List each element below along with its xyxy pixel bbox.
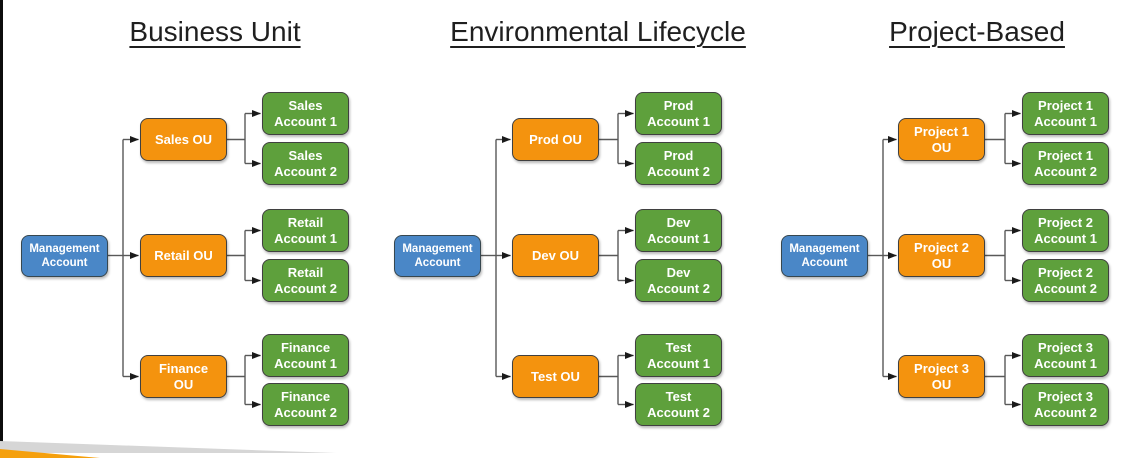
- box-label-line: Test OU: [531, 368, 580, 384]
- box-label-line: Account 2: [647, 280, 710, 296]
- diagram-title-project-based: Project-Based: [889, 16, 1065, 48]
- box-label-line: Project 3: [914, 360, 969, 376]
- box-label-line: Dev OU: [532, 247, 579, 263]
- box-label-line: Account 1: [1034, 230, 1097, 246]
- box-label-line: Account 2: [1034, 280, 1097, 296]
- box-label-line: Test: [665, 339, 692, 355]
- box-label-line: Account 1: [274, 113, 337, 129]
- ou-box-prod-ou: Prod OU: [512, 118, 599, 161]
- box-label-line: OU: [931, 139, 952, 155]
- decor-orange-stripe: [0, 449, 100, 458]
- box-label-line: Account 2: [647, 404, 710, 420]
- ou-box-test-ou: Test OU: [512, 355, 599, 398]
- title-text: Project-Based: [889, 16, 1065, 47]
- box-label-line: Project 1: [1038, 147, 1093, 163]
- box-label-line: Project 3: [1038, 388, 1093, 404]
- box-label-line: Retail: [287, 264, 324, 280]
- box-label-line: Project 2: [1038, 214, 1093, 230]
- box-label-line: Project 2: [914, 239, 969, 255]
- box-label-line: Prod OU: [529, 131, 582, 147]
- title-text: Environmental Lifecycle: [450, 16, 746, 47]
- box-label-line: Management: [789, 243, 860, 255]
- box-label-line: Account 1: [274, 230, 337, 246]
- box-label-line: Account 1: [647, 230, 710, 246]
- box-label-line: Sales: [288, 147, 323, 163]
- box-label-line: Prod: [663, 147, 694, 163]
- box-label-line: Project 2: [1038, 264, 1093, 280]
- box-label-line: Account 2: [274, 404, 337, 420]
- box-label-line: Sales OU: [154, 131, 213, 147]
- box-label-line: Finance: [158, 360, 209, 376]
- box-label-line: Account: [414, 257, 461, 269]
- ou-box-dev-ou: Dev OU: [512, 234, 599, 277]
- diagram-title-business-unit: Business Unit: [129, 16, 300, 48]
- box-label-line: Project 3: [1038, 339, 1093, 355]
- box-label-line: Finance: [280, 339, 331, 355]
- box-label-line: OU: [931, 255, 952, 271]
- box-label-line: Account 1: [647, 113, 710, 129]
- box-label-line: Management: [29, 243, 100, 255]
- box-label-line: OU: [173, 376, 194, 392]
- box-label-line: Project 1: [1038, 97, 1093, 113]
- ou-box-retail-ou: Retail OU: [140, 234, 227, 277]
- box-label-line: Account: [41, 257, 88, 269]
- box-label-line: Account 2: [647, 163, 710, 179]
- box-label-line: Management: [402, 243, 473, 255]
- ou-box-sales-ou: Sales OU: [140, 118, 227, 161]
- box-label-line: Test: [665, 388, 692, 404]
- box-label-line: OU: [931, 376, 952, 392]
- diagram-title-environmental-lifecycle: Environmental Lifecycle: [450, 16, 746, 48]
- box-label-line: Dev: [666, 214, 691, 230]
- box-label-line: Account: [801, 257, 848, 269]
- title-text: Business Unit: [129, 16, 301, 47]
- box-label-line: Retail: [287, 214, 324, 230]
- box-label-line: Account 1: [274, 355, 337, 371]
- box-label-line: Account 2: [274, 280, 337, 296]
- box-label-line: Account 1: [1034, 355, 1097, 371]
- box-label-line: Account 1: [1034, 113, 1097, 129]
- box-label-line: Prod: [663, 97, 694, 113]
- box-label-line: Account 2: [1034, 404, 1097, 420]
- box-label-line: Retail OU: [154, 247, 213, 263]
- box-label-line: Account 1: [647, 355, 710, 371]
- box-label-line: Sales: [288, 97, 323, 113]
- box-label-line: Finance: [280, 388, 331, 404]
- box-label-line: Account 2: [274, 163, 337, 179]
- box-label-line: Dev: [666, 264, 691, 280]
- box-label-line: Account 2: [1034, 163, 1097, 179]
- box-label-line: Project 1: [914, 123, 969, 139]
- left-edge-bar: [0, 0, 3, 458]
